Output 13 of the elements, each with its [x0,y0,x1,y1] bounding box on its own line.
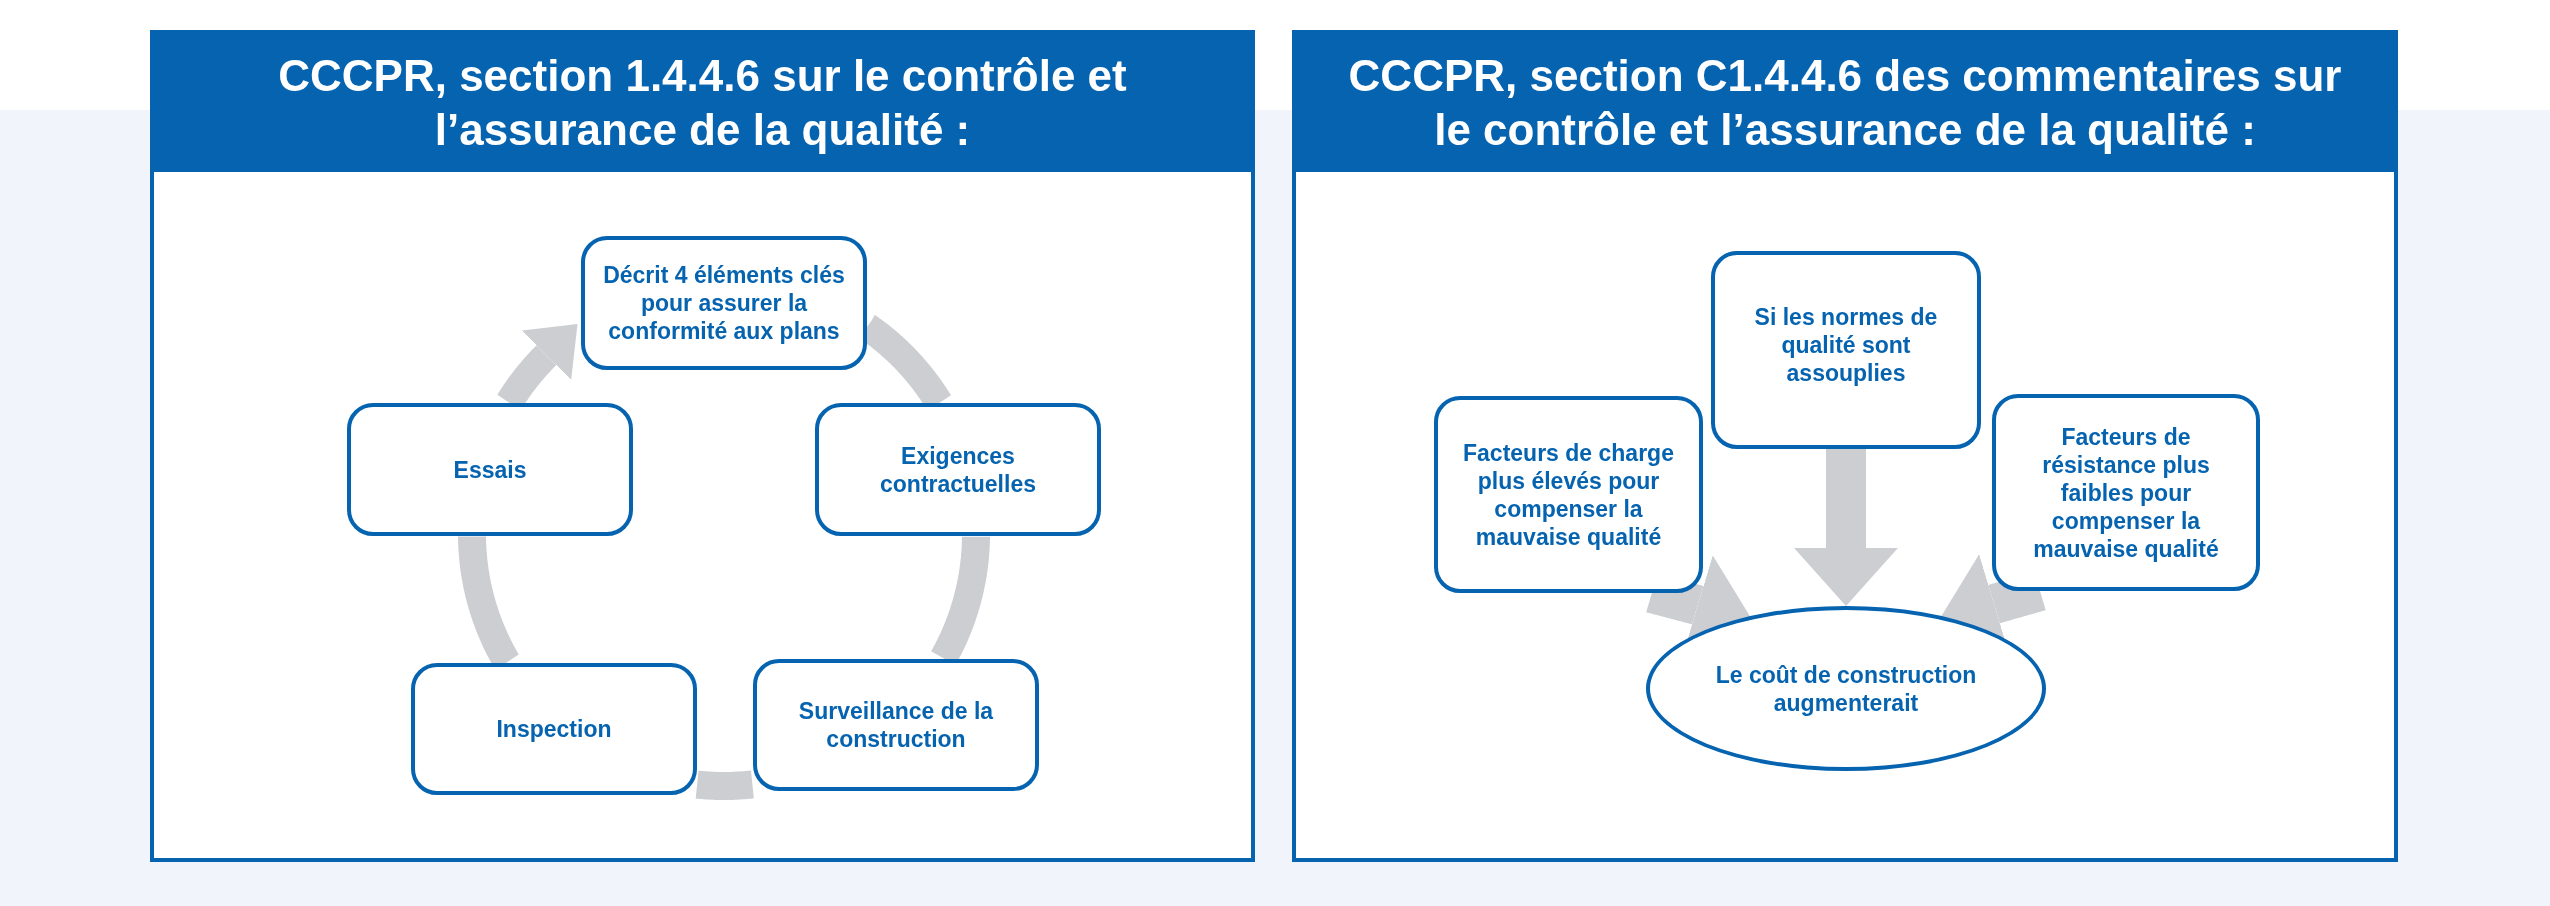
panel-frame [1292,30,2398,862]
process-box: Inspection [411,663,697,795]
process-box: Si les normes de qualité sont assouplies [1711,251,1981,449]
process-box: Surveillance de la construction [753,659,1039,791]
process-box: Exigences contractuelles [815,403,1101,536]
process-box: Facteurs de résistance plus faibles pour compenser la mauvaise qualité [1992,394,2260,591]
process-box: Décrit 4 éléments clés pour assurer la conformité aux plans [581,236,867,370]
process-box: Essais [347,403,633,536]
outcome-ellipse: Le coût de construction augmenterait [1646,606,2046,771]
panel-heading: CCCPR, section C1.4.4.6 des commentaires sur le contrôle et l’assurance de la qualité : [1296,34,2394,172]
panel-frame [150,30,1255,862]
panel-heading: CCCPR, section 1.4.4.6 sur le contrôle et l’assurance de la qualité : [154,34,1251,172]
process-box: Facteurs de charge plus élevés pour compenser la mauvaise qualité [1434,396,1703,593]
